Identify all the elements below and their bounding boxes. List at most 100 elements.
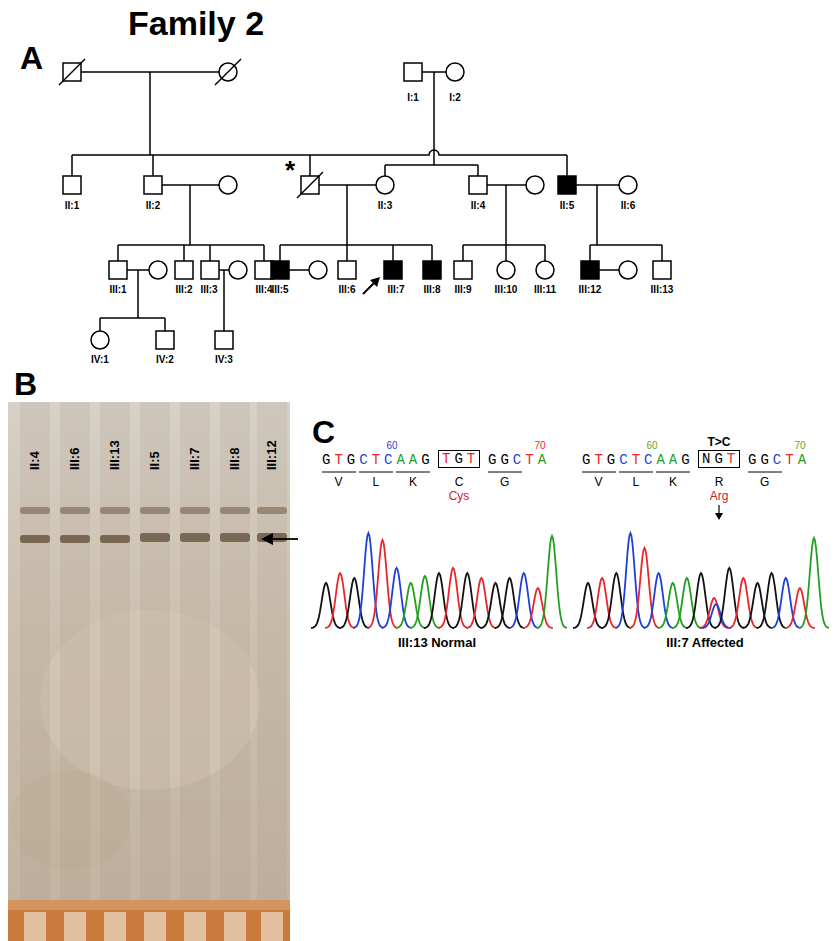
- base-position: 70: [794, 440, 805, 452]
- base-letter: C: [619, 452, 631, 468]
- panel-letter: C: [312, 414, 335, 451]
- individual-id: III:11: [534, 284, 556, 296]
- individual-id: III:2: [175, 284, 192, 296]
- base-letter: G: [714, 451, 726, 467]
- base-letter: C: [513, 452, 525, 468]
- base-letter: T: [727, 451, 739, 467]
- individual-id: II:6: [621, 200, 635, 212]
- lane-label: II:5: [147, 451, 163, 470]
- marker-asterisk: *: [285, 156, 295, 186]
- trace-peak: [701, 604, 731, 628]
- base-position: 70: [534, 440, 545, 452]
- amino-acid: G: [500, 476, 509, 490]
- individual-id: III:10: [495, 284, 518, 296]
- amino-acid: Cys: [449, 490, 470, 504]
- base-sequence: GTGCTCAAG: [322, 452, 434, 468]
- base-letter: A: [656, 452, 668, 468]
- trace-peak: [466, 578, 496, 628]
- pedigree: [59, 59, 671, 349]
- amino-acid: V: [595, 476, 603, 490]
- individual-id: III:1: [109, 284, 126, 296]
- base-letter: A: [409, 452, 421, 468]
- base-letter: G: [454, 451, 466, 467]
- base-letter: G: [488, 452, 500, 468]
- individual-id: IV:2: [156, 354, 174, 366]
- amino-acid: L: [632, 476, 639, 490]
- lane-label: III:7: [187, 448, 203, 470]
- trace-peak: [728, 578, 758, 628]
- individual-id: I:1: [407, 92, 419, 104]
- base-letter: G: [748, 452, 760, 468]
- base-letter: G: [347, 452, 359, 468]
- individual-id: III:3: [200, 284, 217, 296]
- individual-id: II:2: [146, 200, 160, 212]
- trace-peak: [537, 536, 567, 628]
- trace-caption: III:7 Affected: [666, 636, 744, 651]
- individual-id: II:3: [378, 200, 392, 212]
- lane-label: III:13: [107, 440, 123, 470]
- individual-id: III:12: [579, 284, 602, 296]
- base-letter: A: [396, 452, 408, 468]
- individual-id: I:2: [449, 92, 461, 104]
- base-sequence: GGCTA: [488, 452, 550, 468]
- base-letter: T: [525, 452, 537, 468]
- base-position: 60: [646, 440, 657, 452]
- individual-id: IV:1: [91, 354, 109, 366]
- base-letter: T: [442, 451, 454, 467]
- individual-id: III:7: [387, 284, 404, 296]
- base-letter: C: [644, 452, 656, 468]
- base-letter: C: [384, 452, 396, 468]
- trace-peak: [757, 573, 787, 628]
- individual-id: III:6: [338, 284, 355, 296]
- trace-peak: [523, 588, 553, 628]
- base-letter: C: [773, 452, 785, 468]
- amino-acid: G: [760, 476, 769, 490]
- lane-label: III:8: [227, 448, 243, 470]
- base-position: 60: [386, 440, 397, 452]
- amino-acid: L: [372, 476, 379, 490]
- base-letter: G: [760, 452, 772, 468]
- amino-acid: R: [715, 476, 724, 490]
- trace-peak: [353, 533, 383, 628]
- lane-label: III:6: [67, 448, 83, 470]
- trace-caption: III:13 Normal: [398, 636, 476, 651]
- trace-peak: [799, 538, 829, 628]
- mutation-label: T>C: [707, 436, 730, 450]
- amino-acid: K: [669, 476, 677, 490]
- base-letter: G: [421, 452, 433, 468]
- individual-id: IV:3: [215, 354, 233, 366]
- trace-peak: [325, 573, 355, 628]
- base-letter: C: [359, 452, 371, 468]
- individual-id: III:4: [255, 284, 272, 296]
- base-letter: T: [372, 452, 384, 468]
- individual-id: II:4: [471, 200, 485, 212]
- trace-peak: [339, 578, 369, 628]
- codon-box: NGT: [698, 450, 740, 468]
- mutation-arrow: [715, 505, 723, 520]
- individual-id: III:9: [454, 284, 471, 296]
- amino-acid: C: [455, 476, 464, 490]
- base-letter: T: [785, 452, 797, 468]
- trace-peak: [452, 573, 482, 628]
- individual-id: II:1: [65, 200, 79, 212]
- trace-peak: [785, 588, 815, 628]
- base-letter: G: [681, 452, 693, 468]
- amino-acid: K: [409, 476, 417, 490]
- base-letter: A: [669, 452, 681, 468]
- amino-acid: V: [335, 476, 343, 490]
- lane-label: III:12: [264, 440, 280, 470]
- panel-letter: A: [20, 40, 43, 77]
- individual-id: III:5: [271, 284, 288, 296]
- base-letter: T: [467, 451, 479, 467]
- lane-label: II:4: [27, 451, 43, 470]
- base-letter: T: [632, 452, 644, 468]
- base-letter: T: [334, 452, 346, 468]
- chromatogram-traces: [311, 533, 829, 628]
- base-letter: G: [582, 452, 594, 468]
- base-letter: G: [607, 452, 619, 468]
- individual-id: III:13: [651, 284, 674, 296]
- base-letter: T: [594, 452, 606, 468]
- base-letter: G: [500, 452, 512, 468]
- base-letter: A: [538, 452, 550, 468]
